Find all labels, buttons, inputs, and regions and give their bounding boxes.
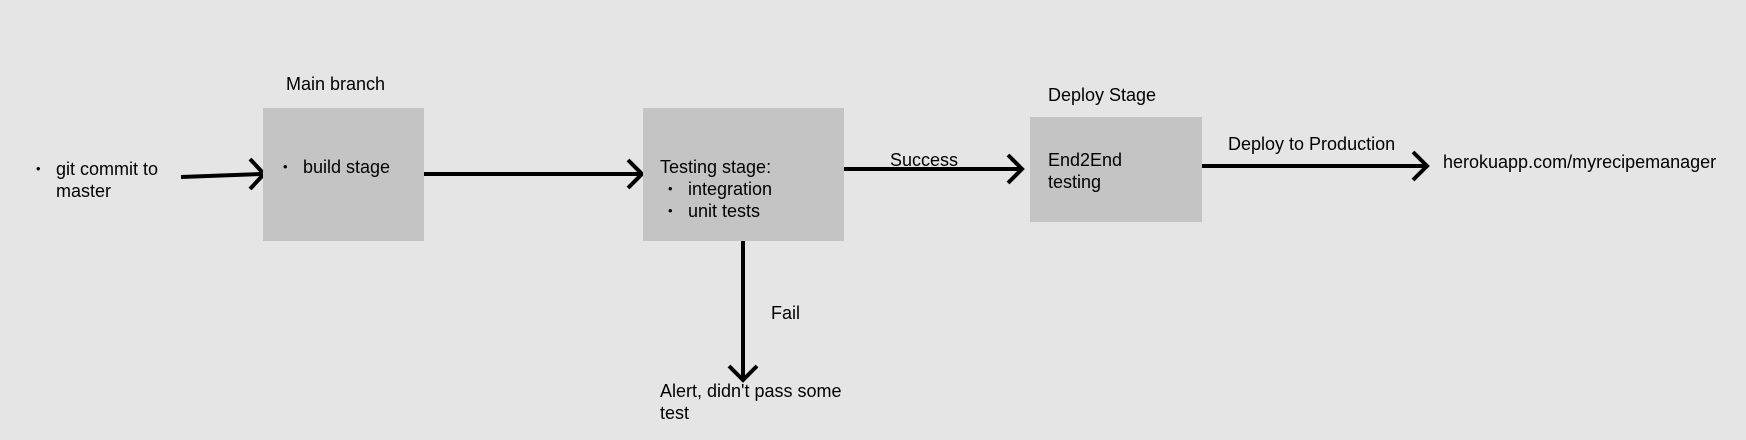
start-node: git commit to master	[28, 158, 188, 202]
arrow-commit-to-build	[180, 157, 267, 191]
build-stage-list: build stage	[275, 156, 390, 178]
arrow-deploy-to-production	[1202, 150, 1430, 182]
testing-item-unit-tests: unit tests	[660, 200, 772, 222]
build-stage-item: build stage	[275, 156, 390, 178]
start-item: git commit to master	[28, 158, 188, 202]
build-stage-box: build stage	[263, 108, 424, 241]
arrow-testing-to-deploy	[844, 153, 1025, 185]
testing-stage-content: Testing stage: integration unit tests	[660, 156, 772, 222]
destination-url: herokuapp.com/myrecipemanager	[1443, 152, 1717, 172]
arrow-testing-to-alert	[727, 241, 759, 383]
deploy-stage-box: End2End testing	[1030, 117, 1202, 222]
testing-stage-heading: Testing stage:	[660, 157, 772, 177]
start-list: git commit to master	[28, 158, 188, 202]
alert-text: Alert, didn't pass some test	[660, 381, 842, 423]
main-branch-title: Main branch	[286, 74, 386, 94]
fail-label: Fail	[771, 303, 801, 323]
testing-item-integration: integration	[660, 178, 772, 200]
build-stage-content: build stage	[275, 156, 390, 178]
deploy-production-label: Deploy to Production	[1228, 134, 1396, 154]
testing-stage-box: Testing stage: integration unit tests	[643, 108, 844, 241]
success-label: Success	[890, 150, 959, 170]
deploy-stage-title: Deploy Stage	[1048, 85, 1157, 105]
arrow-build-to-testing	[424, 158, 645, 190]
testing-stage-list: integration unit tests	[660, 178, 772, 222]
deploy-stage-body: End2End testing	[1048, 150, 1123, 192]
